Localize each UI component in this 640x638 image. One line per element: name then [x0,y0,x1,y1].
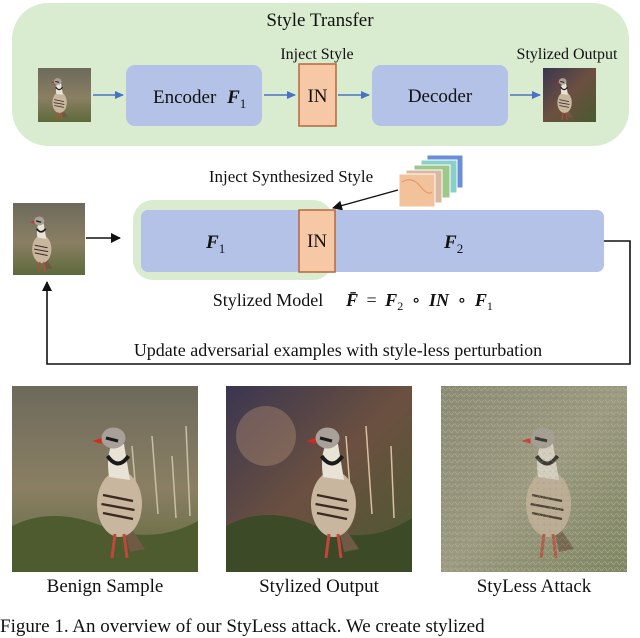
stylized-output-caption: Stylized Output [259,576,379,597]
output-thumbnail [543,68,596,122]
equation: F̄ = F2 ∘ IN ∘ F1 [345,290,493,314]
in-label-middle: IN [307,231,327,252]
feedback-loop-path [42,240,631,365]
encoder-block [126,65,262,126]
benign-sample-image [12,386,198,572]
encoder-label: Encoder F1 [153,87,246,111]
arrow-style-to-in [332,189,399,211]
styless-attack-caption: StyLess Attack [476,576,592,597]
feedback-label: Update adversarial examples with style-l… [134,340,542,360]
stylized-model-label: Stylized Model [213,290,324,310]
decoder-label: Decoder [408,86,473,107]
styless-attack-image [441,386,627,572]
style-transfer-title: Style Transfer [266,10,374,31]
stylized-model-block [141,210,604,272]
benign-sample-caption: Benign Sample [46,576,164,597]
figure-caption-footer: Figure 1. An overview of our StyLess att… [0,616,485,637]
in-block-top [298,63,337,127]
inject-synthesized-style-label: Inject Synthesized Style [209,167,373,186]
stylized-output-image [226,386,412,572]
stylized-output-label-top: Stylized Output [517,46,618,63]
in-block-middle [298,209,336,273]
f2-label-middle: F2 [443,232,463,256]
decoder-block [372,65,508,126]
inject-style-label: Inject Style [280,46,353,63]
f1-label-middle: F1 [205,232,225,256]
synthesized-style-stack [398,154,464,208]
in-label-top: IN [307,86,327,107]
input-thumbnail [38,68,91,122]
adversarial-input-thumbnail [13,203,85,275]
